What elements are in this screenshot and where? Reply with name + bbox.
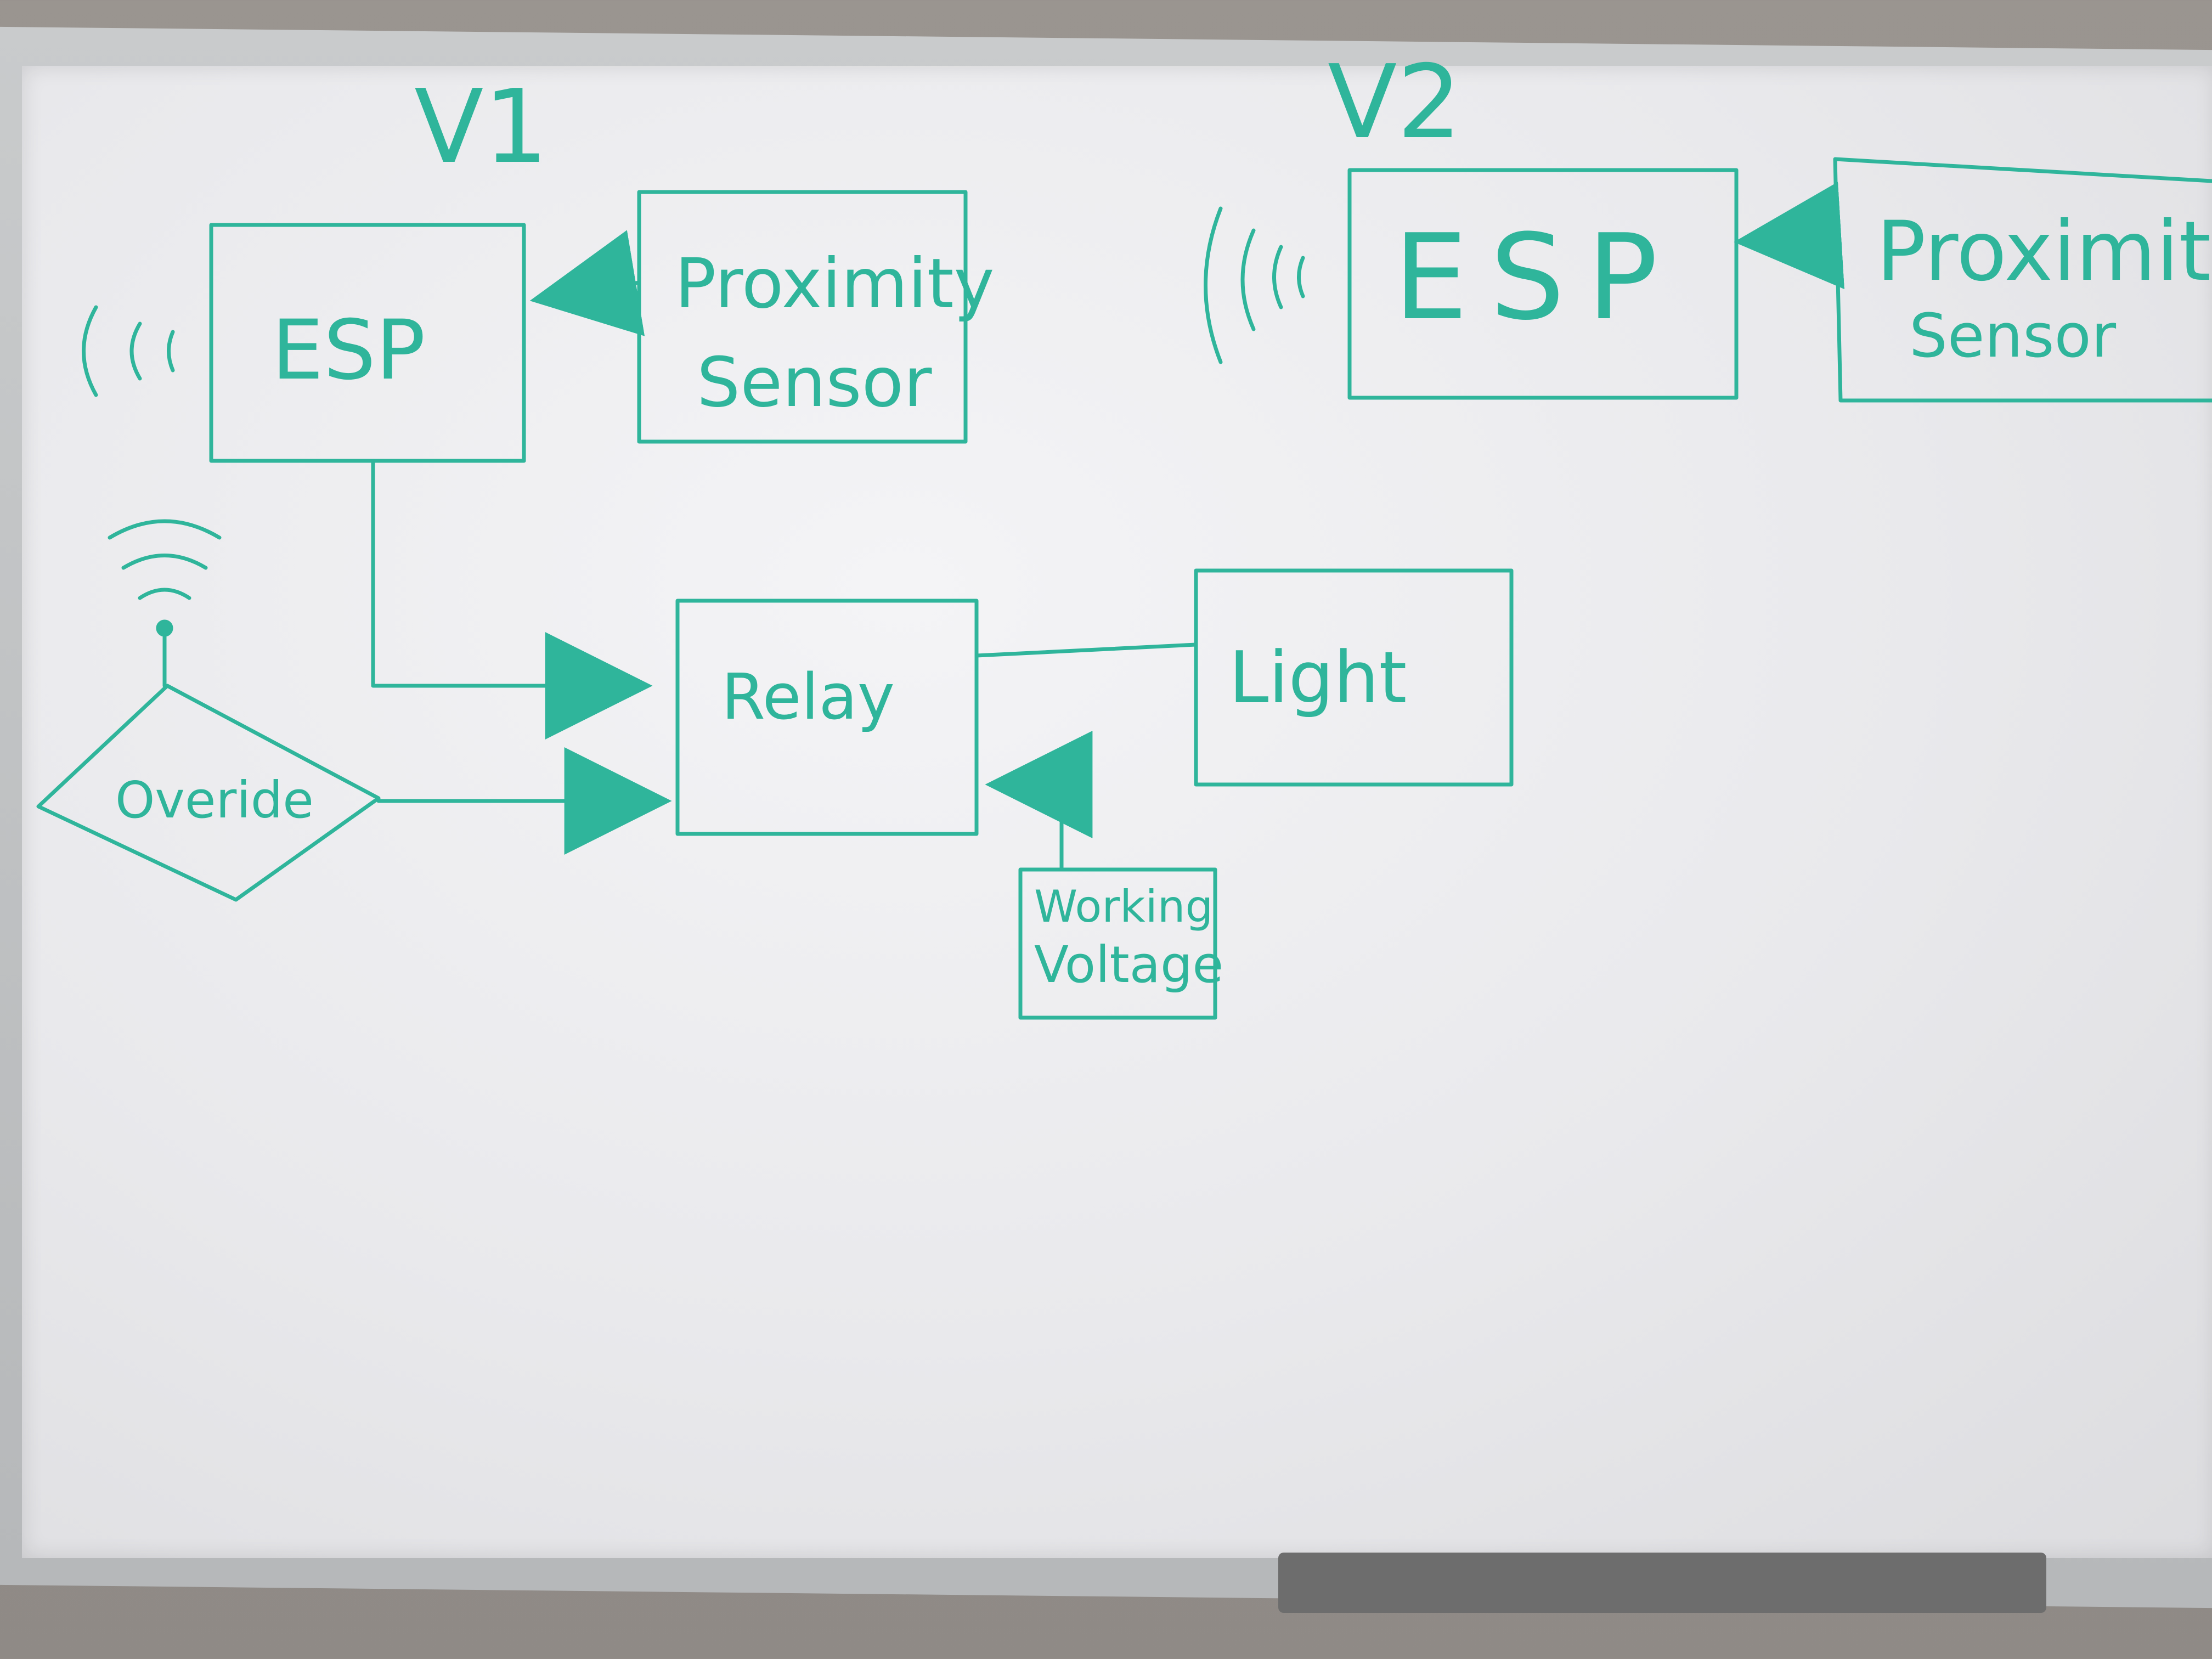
v1-working-voltage-line2: Voltage	[1034, 935, 1223, 994]
edge-v1-proximity-to-esp	[529, 230, 645, 336]
v1-override-label: Overide	[115, 771, 314, 830]
v1-light-label: Light	[1229, 636, 1407, 719]
v1-proximity-label-line2: Sensor	[697, 343, 932, 422]
whiteboard-surface	[22, 66, 2212, 1558]
v1-esp-label: ESP	[272, 303, 425, 398]
v1-override-diamond	[36, 684, 381, 902]
antenna-icon	[108, 519, 222, 688]
wireless-signal-icon	[82, 305, 175, 397]
edge-v2-proximity-to-esp	[1734, 182, 1845, 290]
v2-esp-label: ESP	[1393, 208, 1680, 346]
edge-v1-voltage-to-relay	[985, 731, 1093, 872]
marker-tray	[1278, 1553, 2046, 1613]
v1-working-voltage-box	[1018, 867, 1217, 1020]
v1-title: V1	[414, 67, 548, 186]
v2-proximity-label-line1: Proximity	[1876, 204, 2212, 300]
v2-proximity-label-line2: Sensor	[1909, 301, 2117, 371]
v2-title: V2	[1328, 43, 1462, 161]
v1-relay-label: Relay	[721, 661, 895, 734]
edge-v1-relay-to-light	[974, 642, 1198, 658]
v1-light-box	[1194, 568, 1514, 787]
v1-working-voltage-line1: Working	[1034, 881, 1213, 932]
v1-proximity-label-line1: Proximity	[675, 244, 995, 324]
wireless-signal-icon	[1204, 206, 1305, 364]
v1-relay-box	[675, 599, 979, 836]
edge-v1-esp-to-relay	[371, 459, 653, 740]
v1-esp-box	[209, 223, 526, 463]
